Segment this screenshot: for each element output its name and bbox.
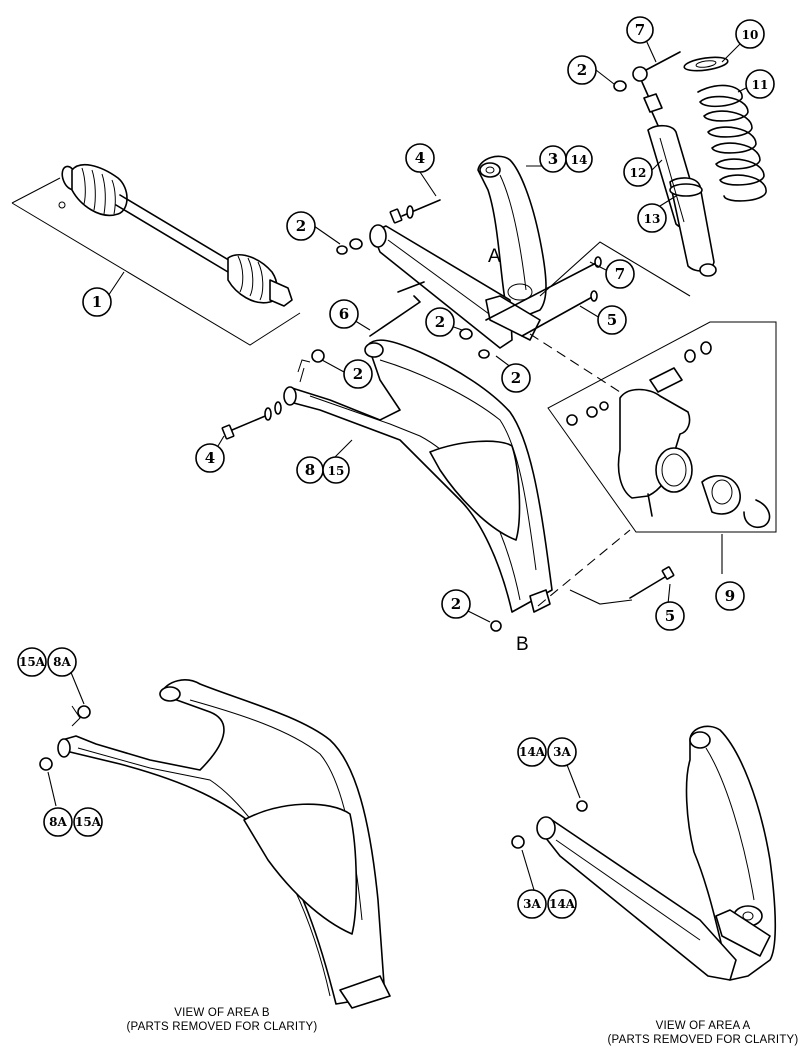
callout-4: 4	[195, 443, 225, 473]
svg-text:2: 2	[353, 365, 363, 383]
callout-leaders	[47, 39, 747, 891]
callout-2: 2	[501, 363, 531, 393]
dashed-leaders	[529, 241, 691, 607]
area-b-detail	[39, 679, 391, 1009]
callout-7: 7	[626, 16, 654, 44]
drive-shaft	[11, 163, 301, 346]
pin-6	[369, 281, 425, 337]
callout-7: 7	[605, 259, 635, 289]
hub-assembly	[547, 321, 777, 533]
callout-4: 4	[405, 143, 435, 173]
callout-3A: 3A	[547, 737, 577, 767]
svg-text:3A: 3A	[553, 745, 571, 759]
svg-text:15A: 15A	[19, 655, 46, 669]
svg-text:5: 5	[665, 607, 675, 625]
svg-text:7: 7	[635, 21, 645, 39]
callout-2: 2	[425, 307, 455, 337]
upper-control-arm	[369, 155, 547, 349]
callout-15A: 15A	[73, 807, 103, 837]
callout-2: 2	[567, 55, 597, 85]
bolt-4-lower	[221, 401, 282, 440]
svg-text:15: 15	[328, 464, 345, 478]
svg-text:2: 2	[577, 61, 587, 79]
area-label-a: A	[488, 246, 501, 267]
area-label-b: B	[516, 634, 529, 655]
coil-spring	[683, 56, 767, 202]
callout-13: 13	[637, 203, 667, 233]
svg-text:15A: 15A	[75, 815, 102, 829]
callout-14A: 14A	[517, 737, 547, 767]
callout-2: 2	[286, 211, 316, 241]
callout-5: 5	[597, 305, 627, 335]
callout-12: 12	[623, 157, 653, 187]
callout-2: 2	[343, 359, 373, 389]
callout-10: 10	[735, 19, 765, 49]
svg-text:14A: 14A	[519, 745, 546, 759]
callout-1: 1	[82, 287, 112, 317]
svg-text:8A: 8A	[53, 655, 71, 669]
area-a-detail	[511, 725, 777, 981]
svg-text:8A: 8A	[49, 815, 67, 829]
callout-2: 2	[441, 589, 471, 619]
svg-text:2: 2	[451, 595, 461, 613]
area-a-caption-line2: (PARTS REMOVED FOR CLARITY)	[608, 1034, 799, 1046]
callout-3: 3	[539, 145, 567, 173]
callout-3A: 3A	[517, 889, 547, 919]
shock-absorber	[613, 51, 717, 277]
callout-8: 8	[296, 456, 324, 484]
lower-control-arm	[283, 339, 553, 613]
svg-text:2: 2	[511, 369, 521, 387]
svg-text:12: 12	[630, 166, 647, 180]
svg-text:8: 8	[305, 461, 315, 479]
svg-text:2: 2	[296, 217, 306, 235]
area-a-caption-line1: VIEW OF AREA A	[656, 1020, 751, 1032]
callout-15: 15	[322, 456, 350, 484]
bolt-5-lower	[490, 566, 675, 632]
callout-8A: 8A	[43, 807, 73, 837]
callout-circles: 1 2 4 3 14 2 7 10 11 12 13 7 5 6 2 2 2 4…	[17, 16, 775, 919]
callout-6: 6	[329, 299, 359, 329]
callout-11: 11	[745, 69, 775, 99]
svg-text:7: 7	[615, 265, 625, 283]
svg-text:3: 3	[548, 150, 558, 168]
svg-text:2: 2	[435, 313, 445, 331]
svg-text:9: 9	[725, 587, 735, 605]
callout-8A: 8A	[47, 647, 77, 677]
svg-text:10: 10	[742, 28, 759, 42]
area-b-caption-line2: (PARTS REMOVED FOR CLARITY)	[127, 1021, 318, 1033]
callout-14A: 14A	[547, 889, 577, 919]
callout-9: 9	[715, 581, 745, 611]
svg-text:14A: 14A	[549, 897, 576, 911]
svg-text:5: 5	[607, 311, 617, 329]
callout-15A: 15A	[17, 647, 47, 677]
svg-text:6: 6	[339, 305, 349, 323]
svg-text:13: 13	[644, 212, 661, 226]
bolts-upper-right	[459, 256, 602, 359]
callout-5: 5	[655, 601, 685, 631]
callout-14: 14	[565, 145, 593, 173]
area-b-caption-line1: VIEW OF AREA B	[174, 1007, 270, 1019]
svg-text:4: 4	[205, 449, 215, 467]
svg-text:14: 14	[571, 153, 588, 167]
nut-lower-top	[311, 349, 325, 363]
bolt-4-upper	[336, 199, 441, 255]
svg-text:1: 1	[92, 293, 102, 311]
svg-text:11: 11	[752, 78, 769, 92]
svg-text:3A: 3A	[523, 897, 541, 911]
svg-text:4: 4	[415, 149, 425, 167]
